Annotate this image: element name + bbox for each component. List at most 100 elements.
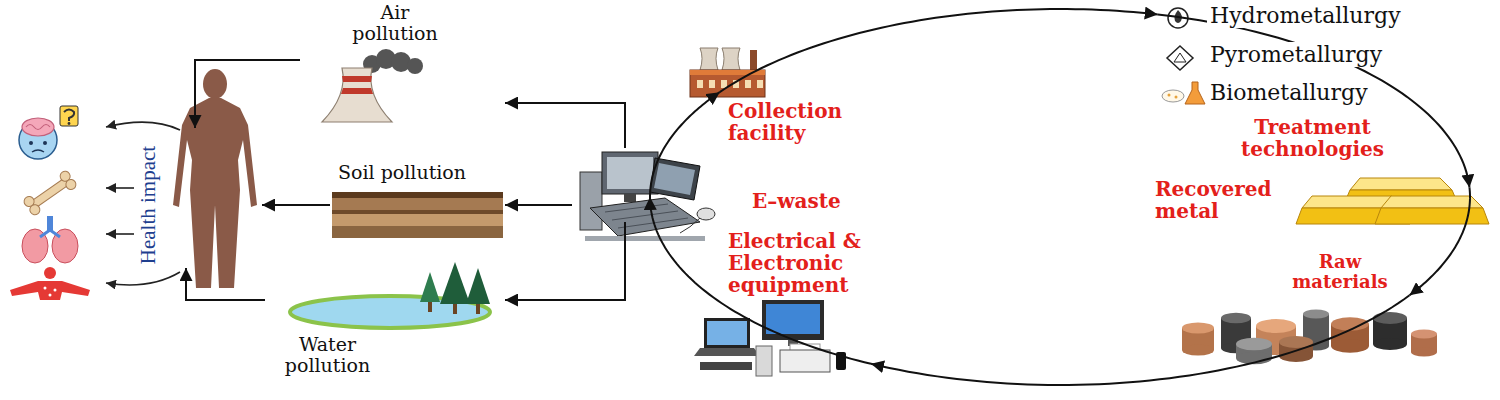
electronics-icon	[762, 300, 824, 340]
node-text: Raw materials	[1285, 252, 1395, 292]
node-text: E–waste	[752, 190, 841, 212]
method-label: Hydrometallurgy	[1207, 3, 1404, 28]
method-icons	[1168, 94, 1171, 97]
method-icons	[1185, 82, 1205, 104]
ewaste-pile-icon	[590, 198, 700, 236]
factory-icon	[709, 80, 715, 88]
raw-material-pieces	[1331, 339, 1369, 352]
human-figure	[173, 69, 257, 288]
node-text: Recovered metal	[1155, 178, 1290, 222]
confused-head-icon	[32, 150, 44, 152]
human-figure	[173, 98, 257, 288]
factory-icon	[700, 48, 718, 70]
electronics-icon	[766, 304, 820, 334]
ewaste-pile-icon	[605, 204, 688, 228]
cooling-tower-icon	[342, 76, 372, 82]
electronics-icon	[756, 346, 772, 376]
electronics-icon	[707, 321, 747, 345]
cycle-arrow	[720, 9, 1158, 92]
method-icons	[1167, 46, 1193, 70]
cycle-arrow	[1410, 188, 1470, 296]
factory-icon	[697, 80, 703, 88]
cooling-tower-icon	[341, 88, 373, 94]
node-text: Treatment technologies	[1220, 116, 1405, 160]
raw-material-pieces	[1221, 313, 1251, 324]
ewaste-pile-icon	[624, 194, 636, 202]
method-label-slot: Pyrometallurgy	[1207, 42, 1385, 67]
rash-figure-icon	[10, 281, 90, 300]
raw-material-pieces	[1182, 322, 1214, 333]
electronics-icon	[704, 318, 750, 348]
health-arrows	[106, 233, 134, 235]
gold-bars-icon	[1296, 178, 1489, 224]
cycle-stage: Treatment technologies	[1220, 116, 1407, 164]
electronics-icon	[694, 348, 760, 356]
factory-icon	[750, 50, 757, 70]
gold-bars-icon	[1381, 196, 1483, 208]
method-label-slot: Hydrometallurgy	[1207, 3, 1404, 28]
pollution-node: Soil pollution	[330, 160, 505, 240]
gold-bars-icon	[1375, 208, 1489, 224]
confused-head-icon	[19, 106, 78, 159]
confused-head-icon	[22, 118, 54, 136]
lungs-icon	[22, 216, 78, 263]
raw-material-pieces	[1236, 338, 1272, 351]
rash-figure-icon	[49, 294, 52, 297]
health-arrows	[106, 187, 134, 189]
confused-head-icon	[68, 122, 71, 125]
bone-icon	[31, 178, 68, 207]
soil-layers	[332, 226, 503, 238]
cycle-stage: Collection facility	[728, 100, 890, 148]
cycle-arrow	[1158, 14, 1470, 187]
ewaste-pile-icon	[607, 157, 653, 189]
node-text: Water pollution	[265, 334, 390, 376]
node-text: Electrical & Electronic equipment	[728, 230, 913, 296]
health-arrows	[106, 122, 180, 130]
pollution-node: Water pollution	[265, 258, 505, 388]
trees-icon	[466, 268, 490, 304]
electronics-icon	[700, 362, 752, 370]
confused-head-icon	[29, 141, 33, 145]
flow-arrow	[505, 103, 625, 148]
cycle-stage: E–waste	[572, 148, 872, 222]
node-text: Health impact	[137, 146, 160, 264]
lungs-icon	[40, 230, 60, 237]
raw-material-pieces	[1303, 309, 1329, 318]
factory-icon	[745, 80, 751, 88]
cycle-stage: Recovered metal	[1155, 178, 1292, 226]
confused-head-icon	[43, 141, 47, 145]
lungs-icon	[47, 216, 53, 232]
rash-figure-icon	[10, 267, 90, 300]
rash-figure-icon	[54, 289, 57, 292]
raw-material-pieces	[1411, 347, 1437, 356]
human-figure	[203, 69, 227, 99]
pollution-node: Air pollution	[300, 2, 505, 125]
cycle-stage: Raw materials	[1285, 252, 1397, 294]
health-arrows	[106, 122, 180, 285]
soil-layers	[332, 192, 503, 198]
cycle-arrow	[650, 92, 720, 197]
gold-bars-icon	[1350, 178, 1452, 190]
bone-icon	[22, 169, 78, 216]
node-text: Collection facility	[728, 100, 888, 144]
factory-icon	[757, 80, 763, 88]
factory-icon	[690, 70, 765, 97]
method-icons	[1175, 96, 1178, 99]
electronics-icon	[694, 300, 846, 376]
trees-icon	[420, 272, 440, 302]
factory-icon	[722, 48, 740, 70]
method-label: Biometallurgy	[1207, 80, 1371, 105]
confused-head-icon	[64, 110, 74, 122]
rash-figure-icon	[44, 267, 56, 279]
method-icons	[1162, 8, 1205, 104]
ewaste-pile-icon	[580, 152, 715, 241]
soil-layers	[332, 198, 503, 210]
connectors	[186, 9, 1470, 385]
method-label: Pyrometallurgy	[1207, 42, 1385, 67]
health-arrows	[106, 272, 180, 285]
health-node: Health impact	[135, 128, 262, 268]
method-label-slot: Biometallurgy	[1207, 80, 1371, 105]
cycle-stage: Electrical & Electronic equipment	[728, 230, 915, 298]
